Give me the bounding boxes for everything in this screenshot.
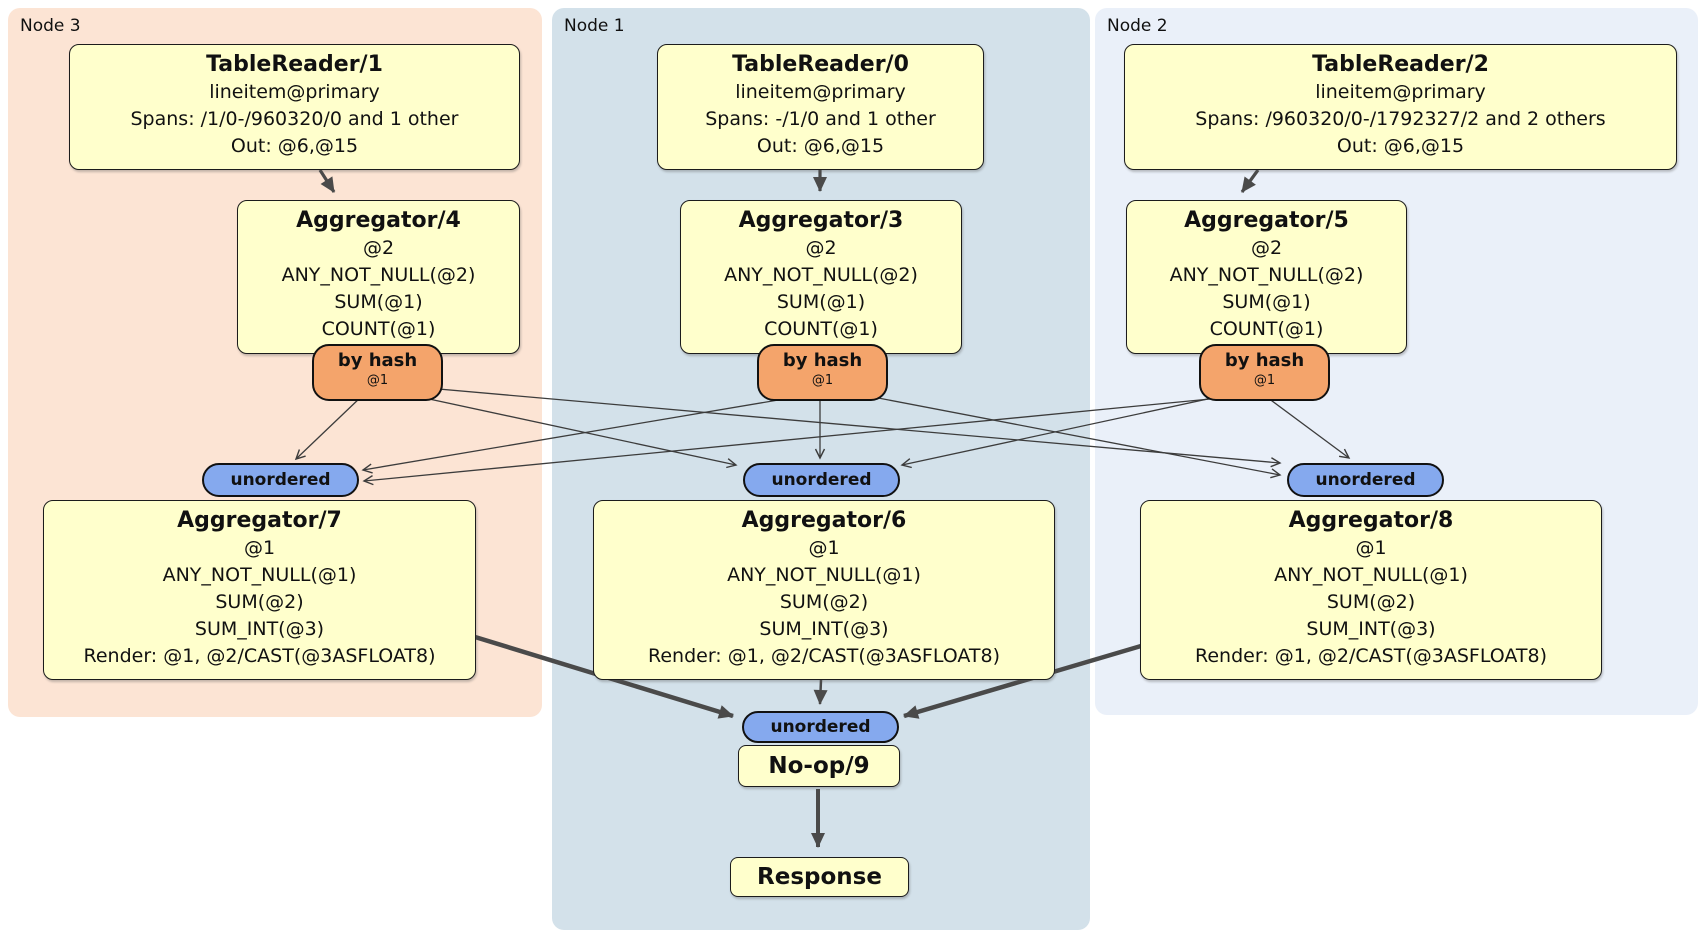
node1-by-hash-router: by hash @1: [757, 344, 888, 401]
node3-unordered-sync: unordered: [202, 463, 359, 497]
plan-line: ANY_NOT_NULL(@2): [281, 264, 476, 286]
router-label: by hash: [782, 350, 863, 371]
plan-line: @1: [1355, 537, 1387, 559]
router-key: @1: [1253, 373, 1276, 388]
tablereader0-title: TableReader/0: [732, 52, 909, 77]
plan-line: ANY_NOT_NULL(@2): [724, 264, 918, 286]
plan-line: ANY_NOT_NULL(@2): [1169, 264, 1364, 286]
plan-line: ANY_NOT_NULL(@1): [162, 564, 357, 586]
router-label: by hash: [1224, 350, 1305, 371]
plan-line: ANY_NOT_NULL(@1): [727, 564, 921, 586]
router-label: by hash: [337, 350, 418, 371]
plan-line: Spans: /1/0-/960320/0 and 1 other: [130, 108, 459, 130]
plan-line: SUM_INT(@3): [1306, 618, 1436, 640]
aggregator8-box: Aggregator/8 @1 ANY_NOT_NULL(@1) SUM(@2)…: [1140, 500, 1602, 680]
hash-router-mesh-edges: [294, 384, 1351, 486]
node2-by-hash-router: by hash @1: [1199, 344, 1330, 401]
node3-label: Node 3: [20, 16, 81, 36]
tablereader2-box: TableReader/2 lineitem@primary Spans: /9…: [1124, 44, 1677, 170]
tablereader2-title: TableReader/2: [1312, 52, 1489, 77]
aggregator3-title: Aggregator/3: [738, 208, 904, 233]
tablereader-to-aggregator-arrows: [318, 169, 1260, 193]
aggregator4-title: Aggregator/4: [296, 208, 461, 233]
plan-line: COUNT(@1): [321, 318, 436, 340]
aggregator7-title: Aggregator/7: [177, 508, 342, 533]
tablereader1-box: TableReader/1 lineitem@primary Spans: /1…: [69, 44, 520, 170]
aggregator5-box: Aggregator/5 @2 ANY_NOT_NULL(@2) SUM(@1)…: [1126, 200, 1407, 354]
tablereader0-box: TableReader/0 lineitem@primary Spans: -/…: [657, 44, 984, 170]
router-key: @1: [811, 373, 834, 388]
plan-line: Out: @6,@15: [230, 135, 359, 157]
aggregator4-box: Aggregator/4 @2 ANY_NOT_NULL(@2) SUM(@1)…: [237, 200, 520, 354]
node1-label: Node 1: [564, 16, 625, 36]
plan-line: Render: @1, @2/CAST(@3ASFLOAT8): [1195, 645, 1547, 667]
plan-line: @1: [243, 537, 276, 559]
aggregator3-box: Aggregator/3 @2 ANY_NOT_NULL(@2) SUM(@1)…: [680, 200, 962, 354]
plan-line: ANY_NOT_NULL(@1): [1274, 564, 1468, 586]
plan-line: SUM(@2): [779, 591, 869, 613]
plan-line: lineitem@primary: [1315, 81, 1486, 103]
plan-line: Render: @1, @2/CAST(@3ASFLOAT8): [648, 645, 1000, 667]
plan-line: COUNT(@1): [764, 318, 878, 340]
node1-unordered-sync: unordered: [743, 463, 900, 497]
plan-line: SUM_INT(@3): [194, 618, 325, 640]
noop-box: No-op/9: [738, 745, 900, 787]
plan-line: Out: @6,@15: [756, 135, 885, 157]
final-unordered-sync: unordered: [742, 711, 899, 743]
node2-unordered-sync: unordered: [1287, 463, 1444, 497]
response-box: Response: [730, 857, 909, 897]
aggregator7-box: Aggregator/7 @1 ANY_NOT_NULL(@1) SUM(@2)…: [43, 500, 476, 680]
plan-line: @1: [808, 537, 840, 559]
aggregator5-title: Aggregator/5: [1184, 208, 1349, 233]
plan-line: SUM(@2): [215, 591, 304, 613]
tablereader1-title: TableReader/1: [206, 52, 383, 77]
aggregator8-title: Aggregator/8: [1288, 508, 1454, 533]
router-key: @1: [366, 373, 389, 388]
plan-line: @2: [362, 237, 395, 259]
aggregator6-box: Aggregator/6 @1 ANY_NOT_NULL(@1) SUM(@2)…: [593, 500, 1055, 680]
plan-line: lineitem@primary: [209, 81, 380, 103]
plan-line: SUM(@1): [1222, 291, 1311, 313]
plan-line: COUNT(@1): [1209, 318, 1324, 340]
plan-line: Render: @1, @2/CAST(@3ASFLOAT8): [83, 645, 436, 667]
plan-line: SUM(@1): [334, 291, 423, 313]
plan-line: Spans: -/1/0 and 1 other: [705, 108, 936, 130]
aggregator6-title: Aggregator/6: [741, 508, 907, 533]
plan-line: Spans: /960320/0-/1792327/2 and 2 others: [1195, 108, 1606, 130]
plan-line: SUM(@2): [1326, 591, 1416, 613]
node3-by-hash-router: by hash @1: [312, 344, 443, 401]
plan-line: SUM_INT(@3): [759, 618, 889, 640]
plan-line: Out: @6,@15: [1336, 135, 1465, 157]
plan-line: @2: [805, 237, 837, 259]
plan-line: lineitem@primary: [735, 81, 906, 103]
node2-label: Node 2: [1107, 16, 1168, 36]
plan-line: @2: [1250, 237, 1283, 259]
plan-line: SUM(@1): [776, 291, 866, 313]
